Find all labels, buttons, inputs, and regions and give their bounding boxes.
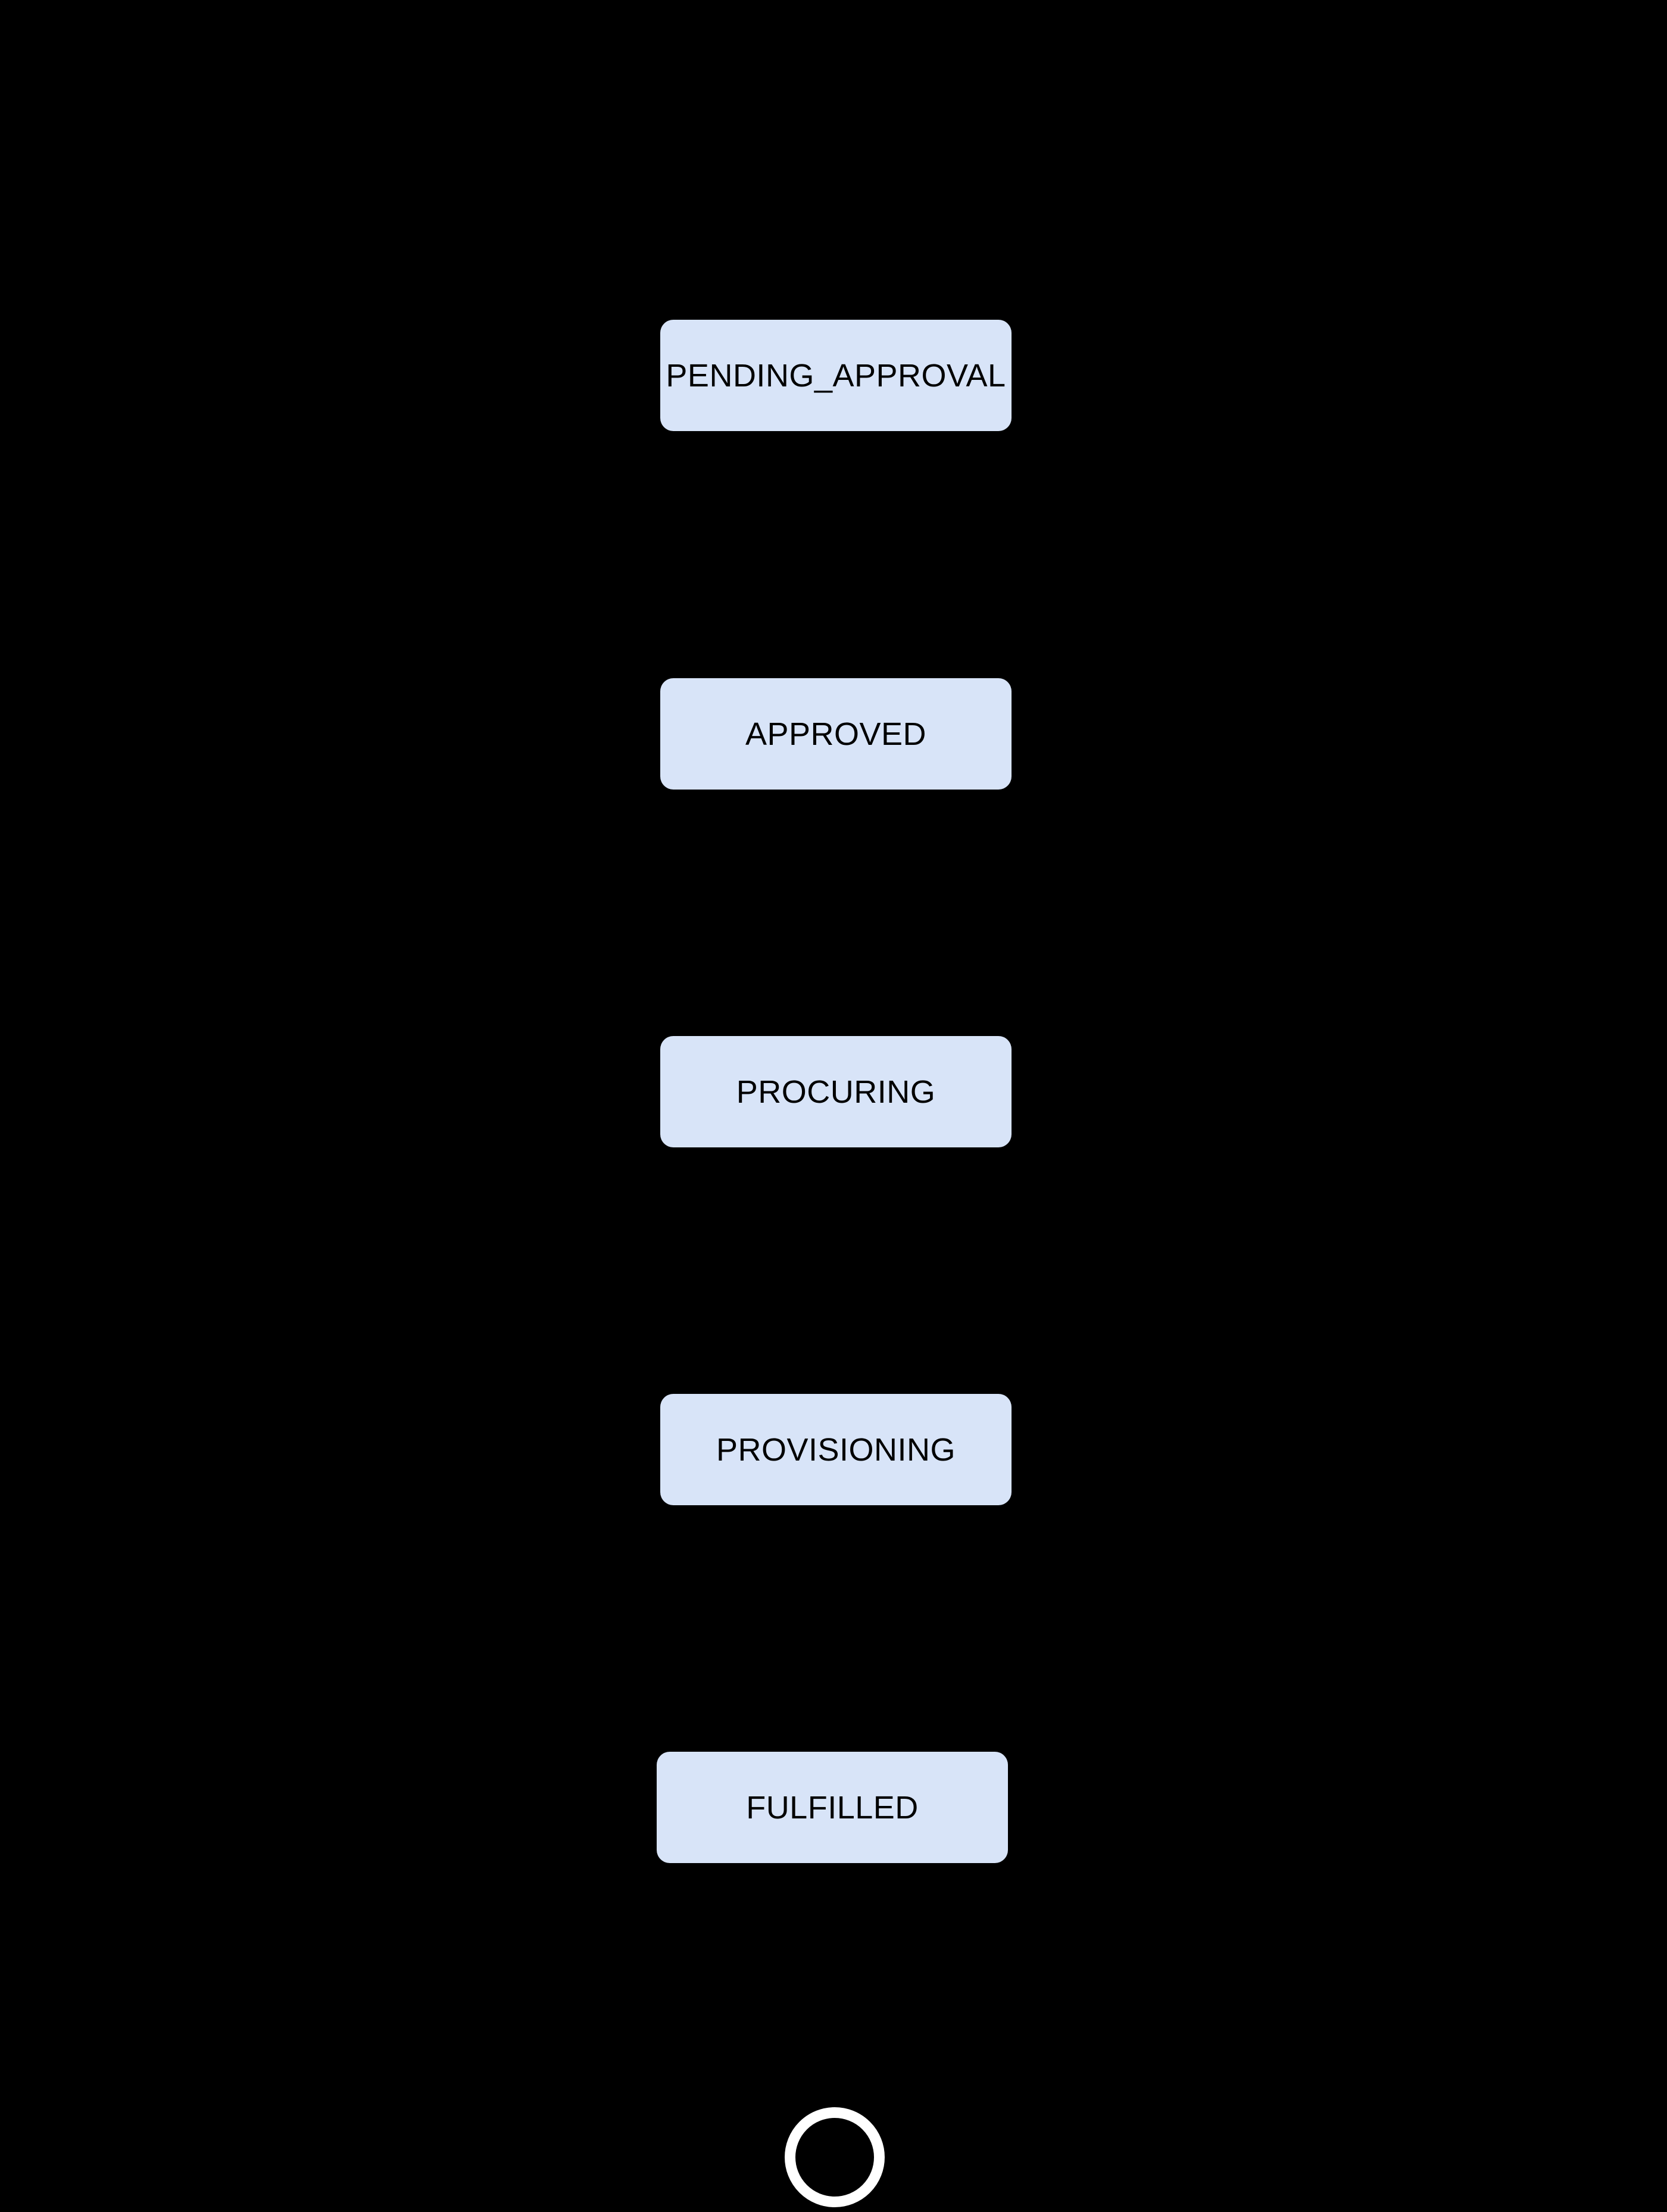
final-state-circle-icon xyxy=(785,2107,885,2207)
state-label: FULFILLED xyxy=(746,1789,919,1826)
state-label: PROCURING xyxy=(736,1074,936,1110)
state-node-approved: APPROVED xyxy=(660,678,1012,790)
state-label: PENDING_APPROVAL xyxy=(666,357,1006,394)
state-label: PROVISIONING xyxy=(716,1431,956,1468)
state-node-procuring: PROCURING xyxy=(660,1036,1012,1147)
state-label: APPROVED xyxy=(745,716,927,752)
state-node-provisioning: PROVISIONING xyxy=(660,1394,1012,1505)
state-node-fulfilled: FULFILLED xyxy=(657,1752,1008,1863)
state-node-pending-approval: PENDING_APPROVAL xyxy=(660,320,1012,431)
